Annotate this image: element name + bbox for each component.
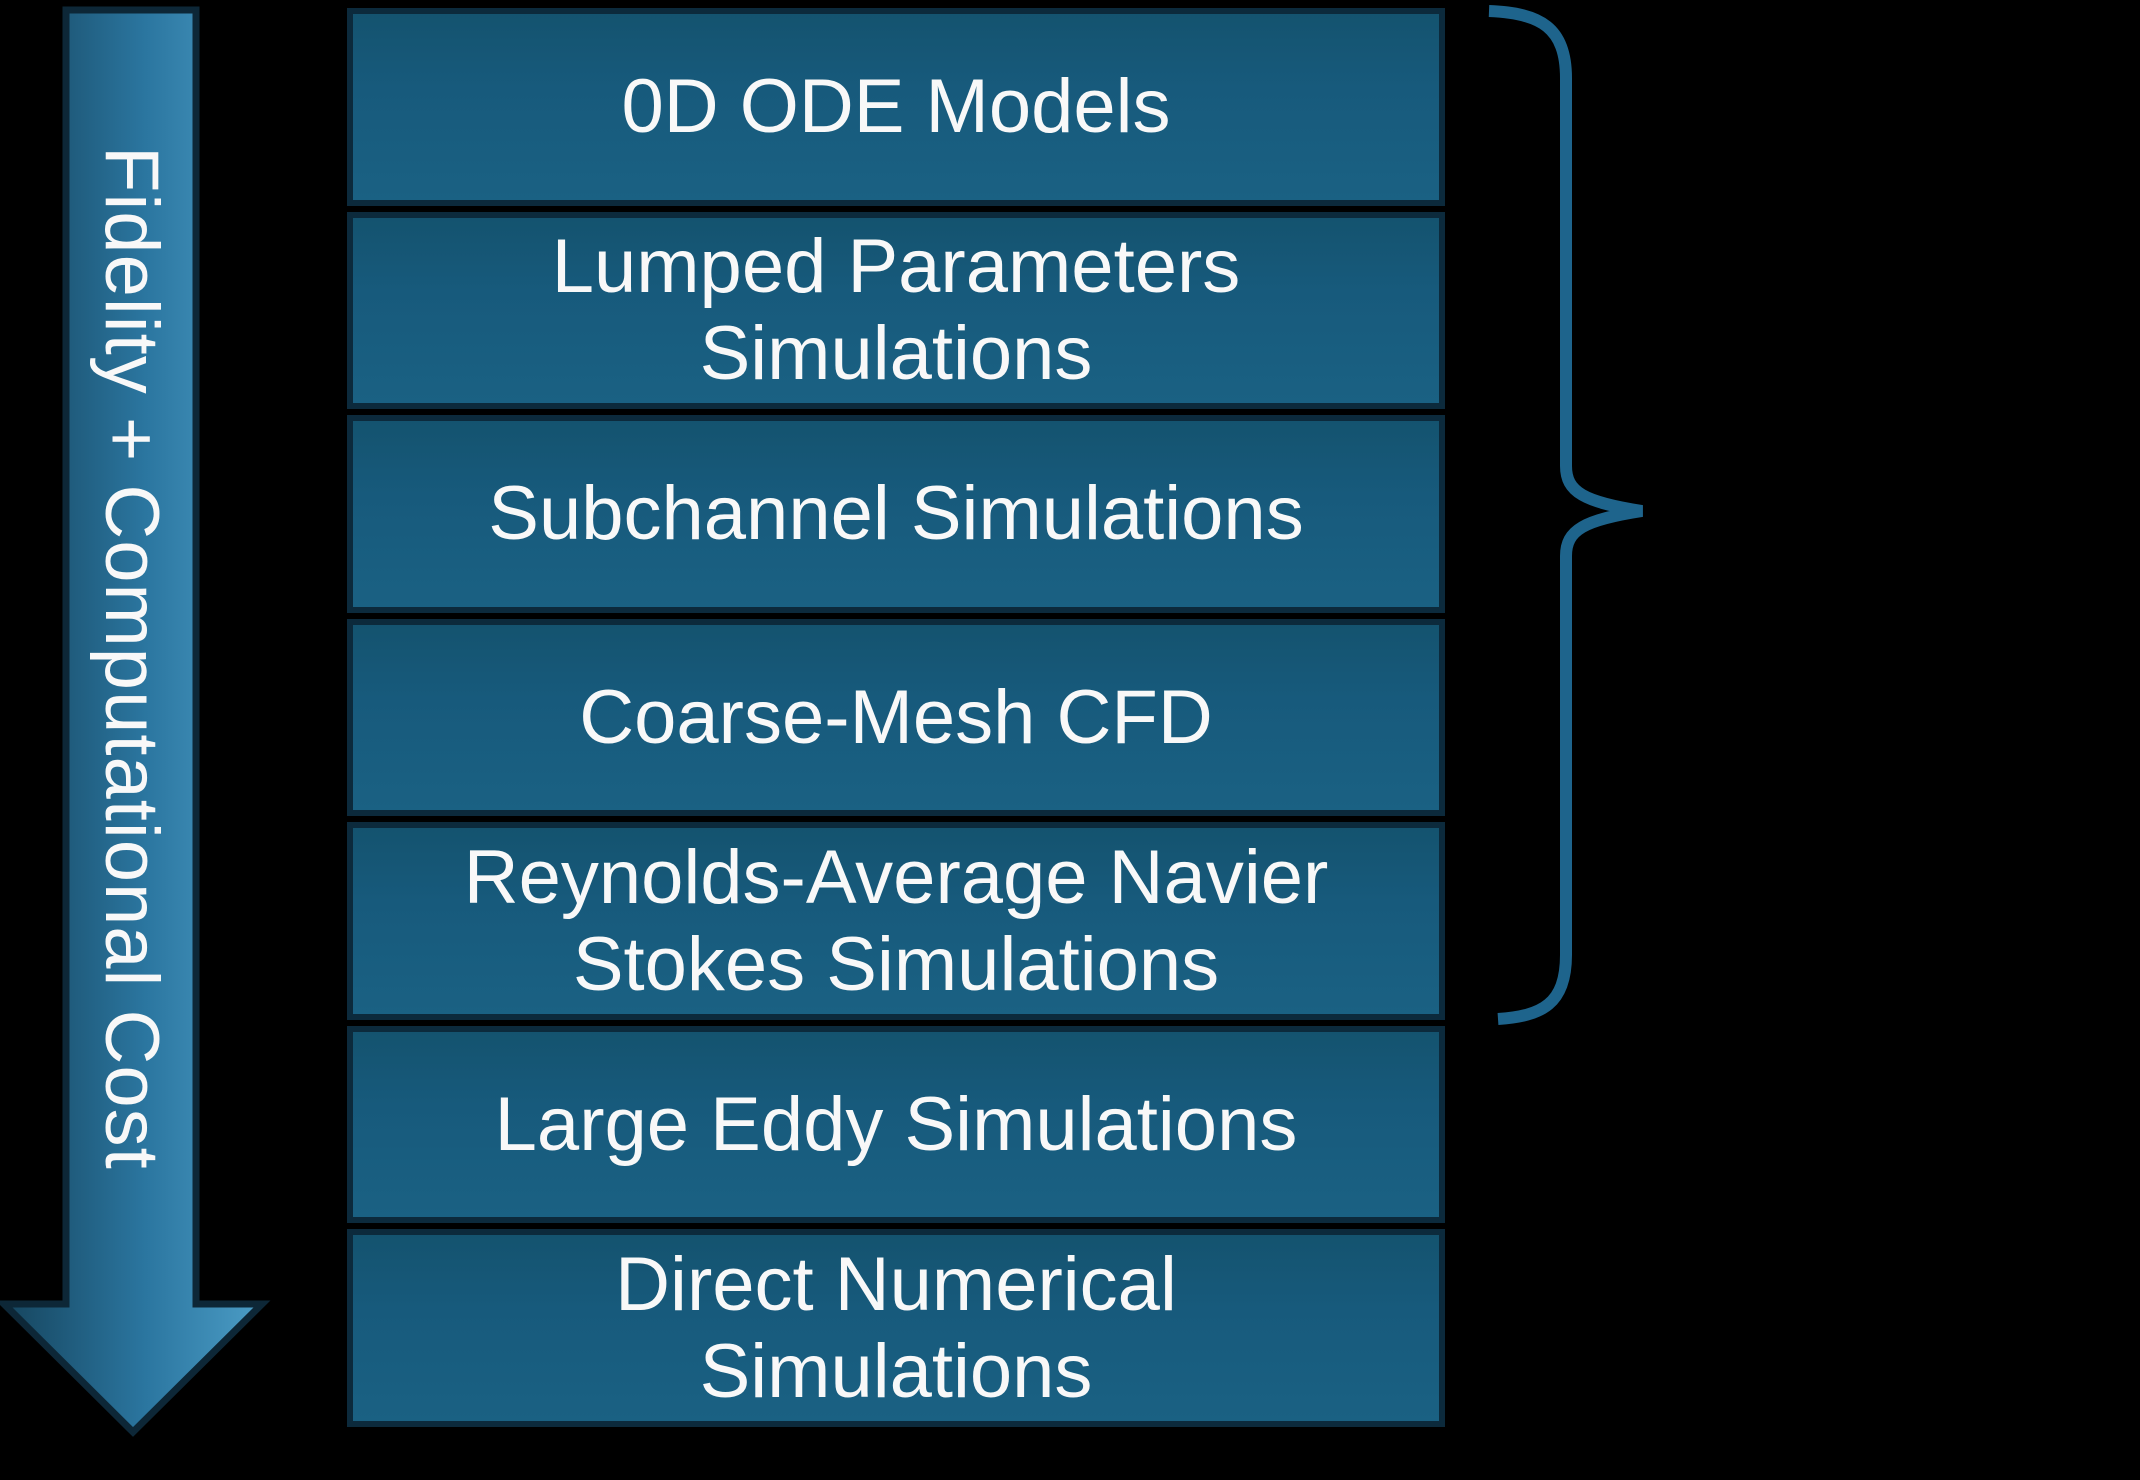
group-brace xyxy=(1488,5,1643,1025)
stack-box-coarse-mesh-cfd: Coarse-Mesh CFD xyxy=(347,618,1445,817)
stack-box-lumped-parameters: Lumped Parameters Simulations xyxy=(347,211,1445,410)
model-stack: 0D ODE Models Lumped Parameters Simulati… xyxy=(347,8,1445,1428)
fidelity-down-arrow-shape xyxy=(0,6,271,1437)
box-label: Lumped Parameters Simulations xyxy=(551,223,1241,397)
box-label: Direct Numerical Simulations xyxy=(615,1241,1177,1415)
box-label: Reynolds-Average Navier Stokes Simulatio… xyxy=(463,834,1329,1008)
stack-box-0d-ode-models: 0D ODE Models xyxy=(347,8,1445,206)
box-label: 0D ODE Models xyxy=(621,64,1171,150)
arrow-label: Fidelity + Computational Cost xyxy=(89,145,174,1170)
stack-box-les: Large Eddy Simulations xyxy=(347,1025,1445,1224)
stack-box-dns: Direct Numerical Simulations xyxy=(347,1229,1445,1428)
stack-box-rans: Reynolds-Average Navier Stokes Simulatio… xyxy=(347,822,1445,1020)
stack-box-subchannel: Subchannel Simulations xyxy=(347,415,1445,613)
box-label: Large Eddy Simulations xyxy=(494,1081,1298,1167)
box-label: Subchannel Simulations xyxy=(488,471,1304,557)
box-label: Coarse-Mesh CFD xyxy=(579,674,1213,760)
